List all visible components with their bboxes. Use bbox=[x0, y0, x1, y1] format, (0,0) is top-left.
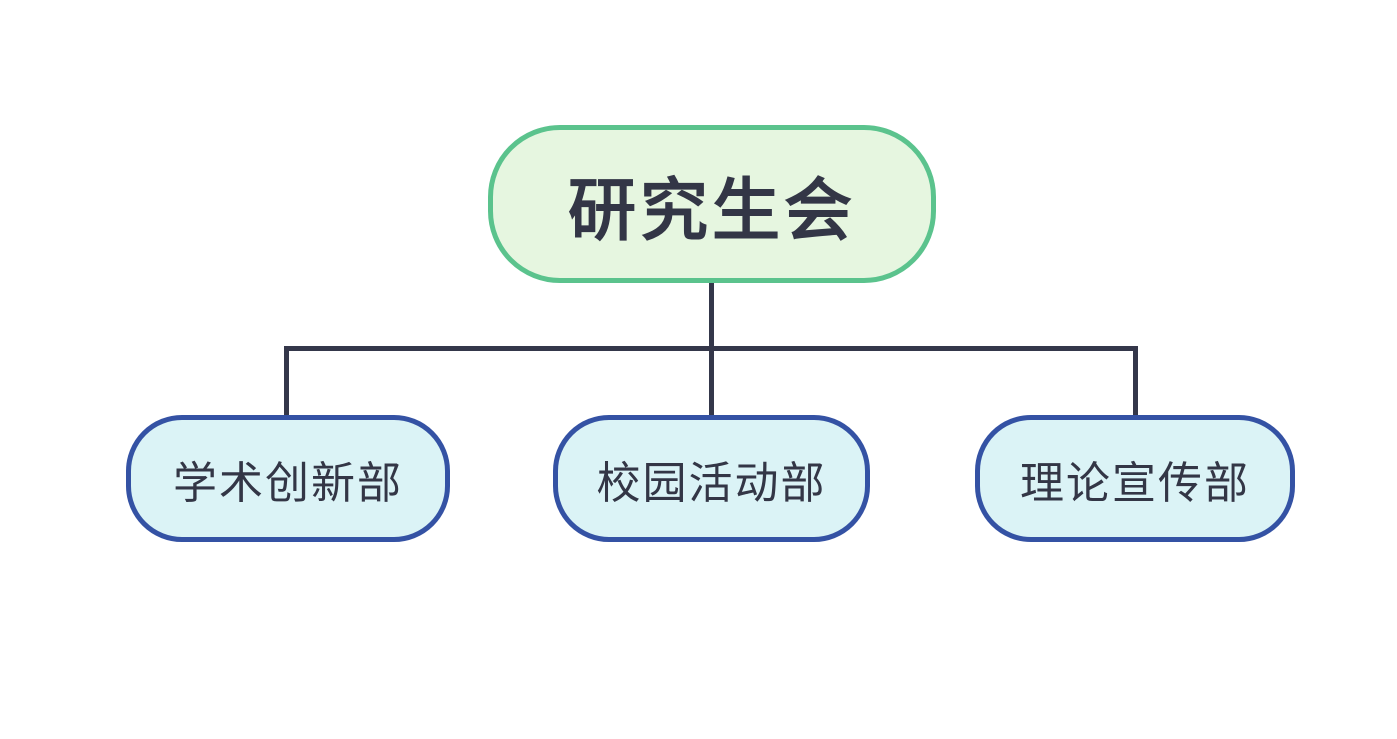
child-node-label: 校园活动部 bbox=[596, 457, 827, 509]
child-node-campus-activities[interactable]: 校园活动部 bbox=[553, 415, 870, 542]
child-node-theory-publicity[interactable]: 理论宣传部 bbox=[975, 415, 1295, 542]
child-node-label: 学术创新部 bbox=[173, 457, 403, 509]
root-node-label: 研究生会 bbox=[567, 170, 856, 251]
child-node-academic-innovation[interactable]: 学术创新部 bbox=[126, 415, 450, 542]
root-node[interactable]: 研究生会 bbox=[488, 125, 936, 283]
child-node-label: 理论宣传部 bbox=[1020, 457, 1250, 509]
connector-branch bbox=[284, 346, 1138, 415]
